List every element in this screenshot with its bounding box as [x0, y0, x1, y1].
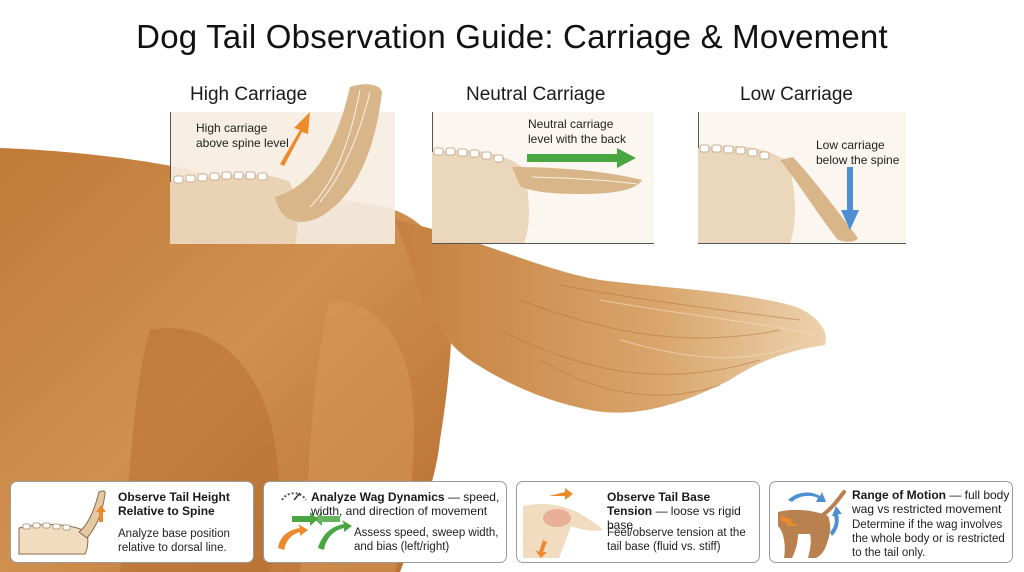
card-1-description: Analyze base position relative to dorsal… — [118, 528, 230, 554]
range-of-motion-icon — [778, 490, 846, 558]
wag-dynamics-icon — [278, 492, 352, 550]
card-tail-tension: Observe Tail Base Tension — loose vs rig… — [516, 481, 760, 563]
orange-up-arrow-icon — [280, 112, 310, 166]
tail-height-icon — [18, 490, 106, 555]
green-right-arrow-icon — [527, 148, 636, 168]
card-4-heading: Range of Motion — [852, 488, 946, 502]
panel-title-neutral: Neutral Carriage — [466, 84, 606, 105]
panel-label-low-2: below the spine — [816, 153, 900, 167]
page-title: Dog Tail Observation Guide: Carriage & M… — [136, 18, 888, 55]
neutral-carriage-diagram — [432, 112, 654, 244]
card-2-heading-rest: — speed, width, and direction of movemen… — [311, 490, 500, 518]
card-3-heading: Observe Tail Base Tension — [607, 490, 711, 518]
panel-label-high-2: above spine level — [196, 136, 289, 150]
panel-label-neutral-1: Neutral carriage — [528, 117, 614, 131]
tail-tension-icon — [523, 488, 603, 558]
card-3-description: Feel/observe tension at the tail base (f… — [607, 527, 746, 553]
card-2-heading: Analyze Wag Dynamics — [311, 490, 445, 504]
panel-label-neutral-2: level with the back — [528, 132, 627, 146]
panel-title-low: Low Carriage — [740, 84, 853, 105]
card-4-heading-rest: — full body wag vs restricted movement — [852, 488, 1010, 516]
high-carriage-diagram — [170, 84, 395, 244]
panel-title-high: High Carriage — [190, 84, 308, 105]
low-carriage-diagram — [698, 112, 906, 244]
card-3-heading-rest: — loose vs rigid base — [607, 504, 741, 532]
card-2-description: Assess speed, sweep width, and bias (lef… — [354, 527, 499, 553]
card-4-description: Determine if the wag involves the whole … — [852, 519, 1005, 559]
panel-label-high-1: High carriage — [196, 121, 268, 135]
card-1-heading: Observe Tail Height Relative to Spine — [118, 490, 230, 518]
card-tail-height: Observe Tail Height Relative to Spine An… — [10, 481, 254, 563]
blue-down-arrow-icon — [841, 167, 859, 230]
card-range-of-motion: Range of Motion — full body wag vs restr… — [769, 481, 1013, 563]
panel-label-low-1: Low carriage — [816, 138, 885, 152]
card-wag-dynamics: Analyze Wag Dynamics — speed, width, and… — [263, 481, 507, 563]
